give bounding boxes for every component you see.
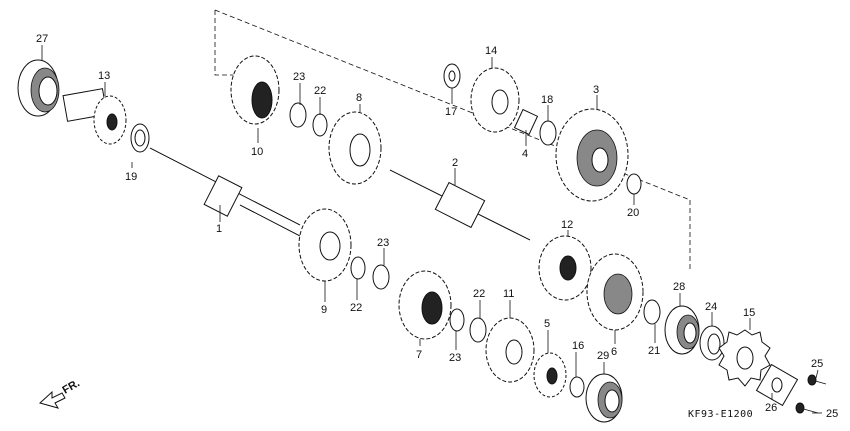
callout-15: 15 — [743, 307, 755, 319]
callout-3: 3 — [593, 84, 599, 96]
part-22-washer-upper — [312, 113, 328, 137]
part-23-circlip-upper — [289, 102, 307, 128]
callout-labels: 27 13 19 1 10 23 22 8 2 14 17 4 18 3 20 … — [36, 33, 838, 420]
callout-7: 7 — [416, 349, 422, 361]
part-21-washer — [643, 299, 661, 325]
part-15-sprocket — [718, 329, 771, 387]
callout-17: 17 — [445, 106, 457, 118]
callout-24: 24 — [705, 301, 717, 313]
part-11-hub — [505, 339, 523, 365]
callout-22-upper: 22 — [314, 85, 326, 97]
callout-2: 2 — [452, 157, 458, 169]
callout-12: 12 — [561, 219, 573, 231]
part-10-gear — [230, 55, 280, 125]
part-14-hub — [491, 89, 509, 115]
callout-29: 29 — [597, 350, 609, 362]
callout-22-mid: 22 — [350, 302, 362, 314]
part-7-gear — [398, 270, 452, 340]
callout-27: 27 — [36, 33, 48, 45]
part-22-washer-mid — [350, 256, 366, 280]
part-18-washer — [539, 120, 557, 146]
part-22-washer-low — [469, 317, 487, 343]
callout-22-low: 22 — [473, 288, 485, 300]
part-20-washer — [626, 173, 642, 195]
callout-10: 10 — [251, 146, 263, 158]
part-27-bearing — [17, 59, 60, 117]
callout-14: 14 — [485, 45, 497, 57]
part-2-countershaft — [389, 169, 531, 241]
part-25-bolt-lower — [795, 402, 819, 414]
callout-16: 16 — [572, 340, 584, 352]
part-9-gear — [298, 208, 352, 282]
part-8-gear — [328, 111, 382, 185]
part-26-fixing-plate — [755, 363, 799, 407]
part-12-hub — [559, 255, 577, 281]
leader-lines — [41, 45, 822, 414]
callout-23-upper: 23 — [293, 71, 305, 83]
callout-5: 5 — [544, 318, 550, 330]
part-19-hole — [134, 129, 146, 147]
callout-11: 11 — [503, 288, 514, 300]
part-5-hub — [546, 367, 558, 385]
callout-25-upper: 25 — [811, 358, 823, 370]
callout-25-lower: 25 — [826, 408, 838, 420]
callout-13: 13 — [98, 70, 110, 82]
part-6-hub — [603, 273, 633, 315]
callout-28: 28 — [673, 281, 685, 293]
part-13-gear — [62, 88, 127, 145]
callout-21: 21 — [648, 345, 660, 357]
callout-8: 8 — [356, 92, 362, 104]
callout-19: 19 — [125, 171, 137, 183]
callout-20: 20 — [627, 207, 639, 219]
part-1-mainshaft — [149, 147, 301, 237]
callout-23-low: 23 — [449, 352, 461, 364]
front-direction-arrow — [38, 390, 66, 409]
callout-9: 9 — [321, 304, 327, 316]
part-24-hole — [707, 333, 721, 355]
part-23-circlip-mid — [372, 264, 390, 290]
direction-label: FR. — [61, 377, 82, 396]
part-28-bearing — [664, 305, 700, 355]
part-29-bearing — [585, 373, 623, 423]
part-3-gear — [555, 108, 629, 202]
callout-1: 1 — [216, 223, 222, 235]
part-4-bushing — [513, 108, 539, 136]
part-25-bolt-upper — [807, 374, 827, 386]
part-16-washer — [569, 376, 585, 398]
callout-4: 4 — [522, 148, 528, 160]
callout-23-mid: 23 — [377, 237, 389, 249]
part-17-hole — [448, 70, 456, 82]
callout-26: 26 — [765, 402, 777, 414]
callout-6: 6 — [611, 346, 617, 358]
part-23-circlip-low — [449, 308, 465, 332]
callout-18: 18 — [541, 94, 553, 106]
diagram-code: KF93-E1200 — [688, 409, 753, 420]
